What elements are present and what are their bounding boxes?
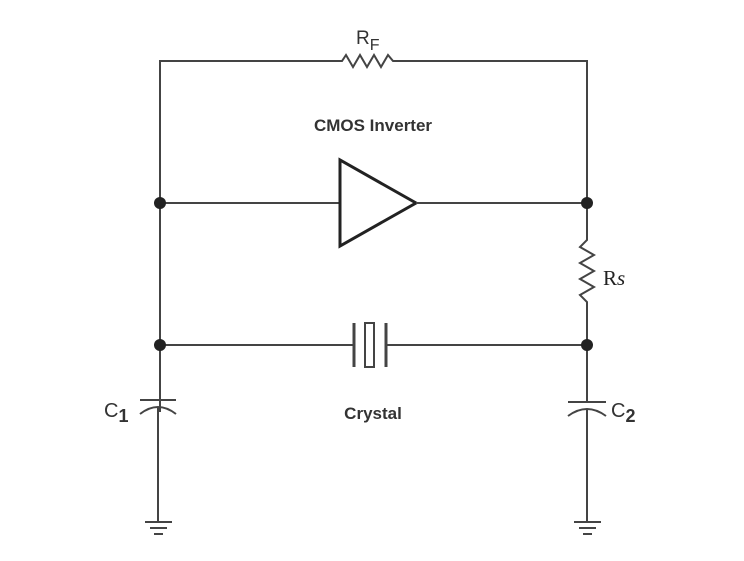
- junction-dot: [581, 339, 593, 351]
- capacitor-c1: [139, 345, 177, 522]
- rs-label: Rs: [603, 266, 625, 290]
- crystal-label: Crystal: [344, 404, 402, 423]
- series-resistor-rs: [577, 203, 597, 345]
- junction-dot: [581, 197, 593, 209]
- c2-label: C2: [611, 400, 635, 426]
- feedback-resistor-rf: [159, 53, 588, 203]
- cmos-inverter: [160, 157, 587, 249]
- rf-label: RF: [356, 28, 380, 54]
- junction-dot: [154, 339, 166, 351]
- ground-icon: [574, 521, 601, 535]
- crystal: [160, 322, 587, 368]
- inverter-label: CMOS Inverter: [314, 116, 432, 135]
- c1-label: C1: [104, 400, 128, 426]
- capacitor-c2: [567, 345, 607, 522]
- ground-icon: [145, 521, 172, 535]
- junction-dot: [154, 197, 166, 209]
